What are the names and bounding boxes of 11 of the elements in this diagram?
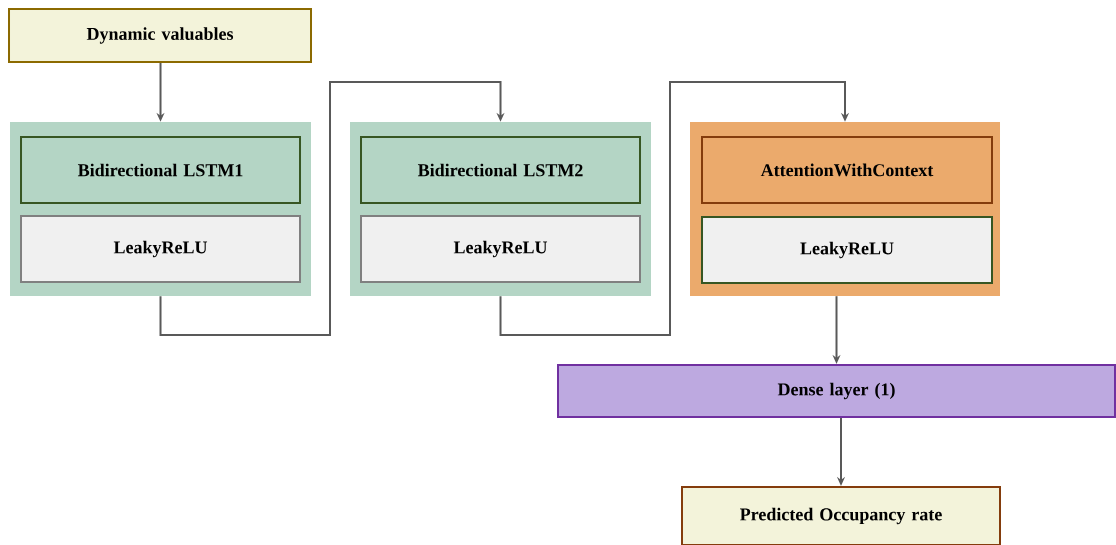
- activation-box: LeakyReLU: [20, 215, 301, 283]
- layer-box: Bidirectional LSTM2: [360, 136, 641, 204]
- arrow: [159, 81, 505, 336]
- attention-box: AttentionWithContext: [701, 136, 993, 204]
- dense-layer-box: Dense layer (1): [557, 364, 1116, 418]
- input-box: Dynamic valuables: [8, 8, 312, 63]
- arrow: [499, 81, 850, 336]
- output-box: Predicted Occupancy rate: [681, 486, 1001, 545]
- layer-box: Bidirectional LSTM1: [20, 136, 301, 204]
- activation-box: LeakyReLU: [701, 216, 993, 284]
- activation-box: LeakyReLU: [360, 215, 641, 283]
